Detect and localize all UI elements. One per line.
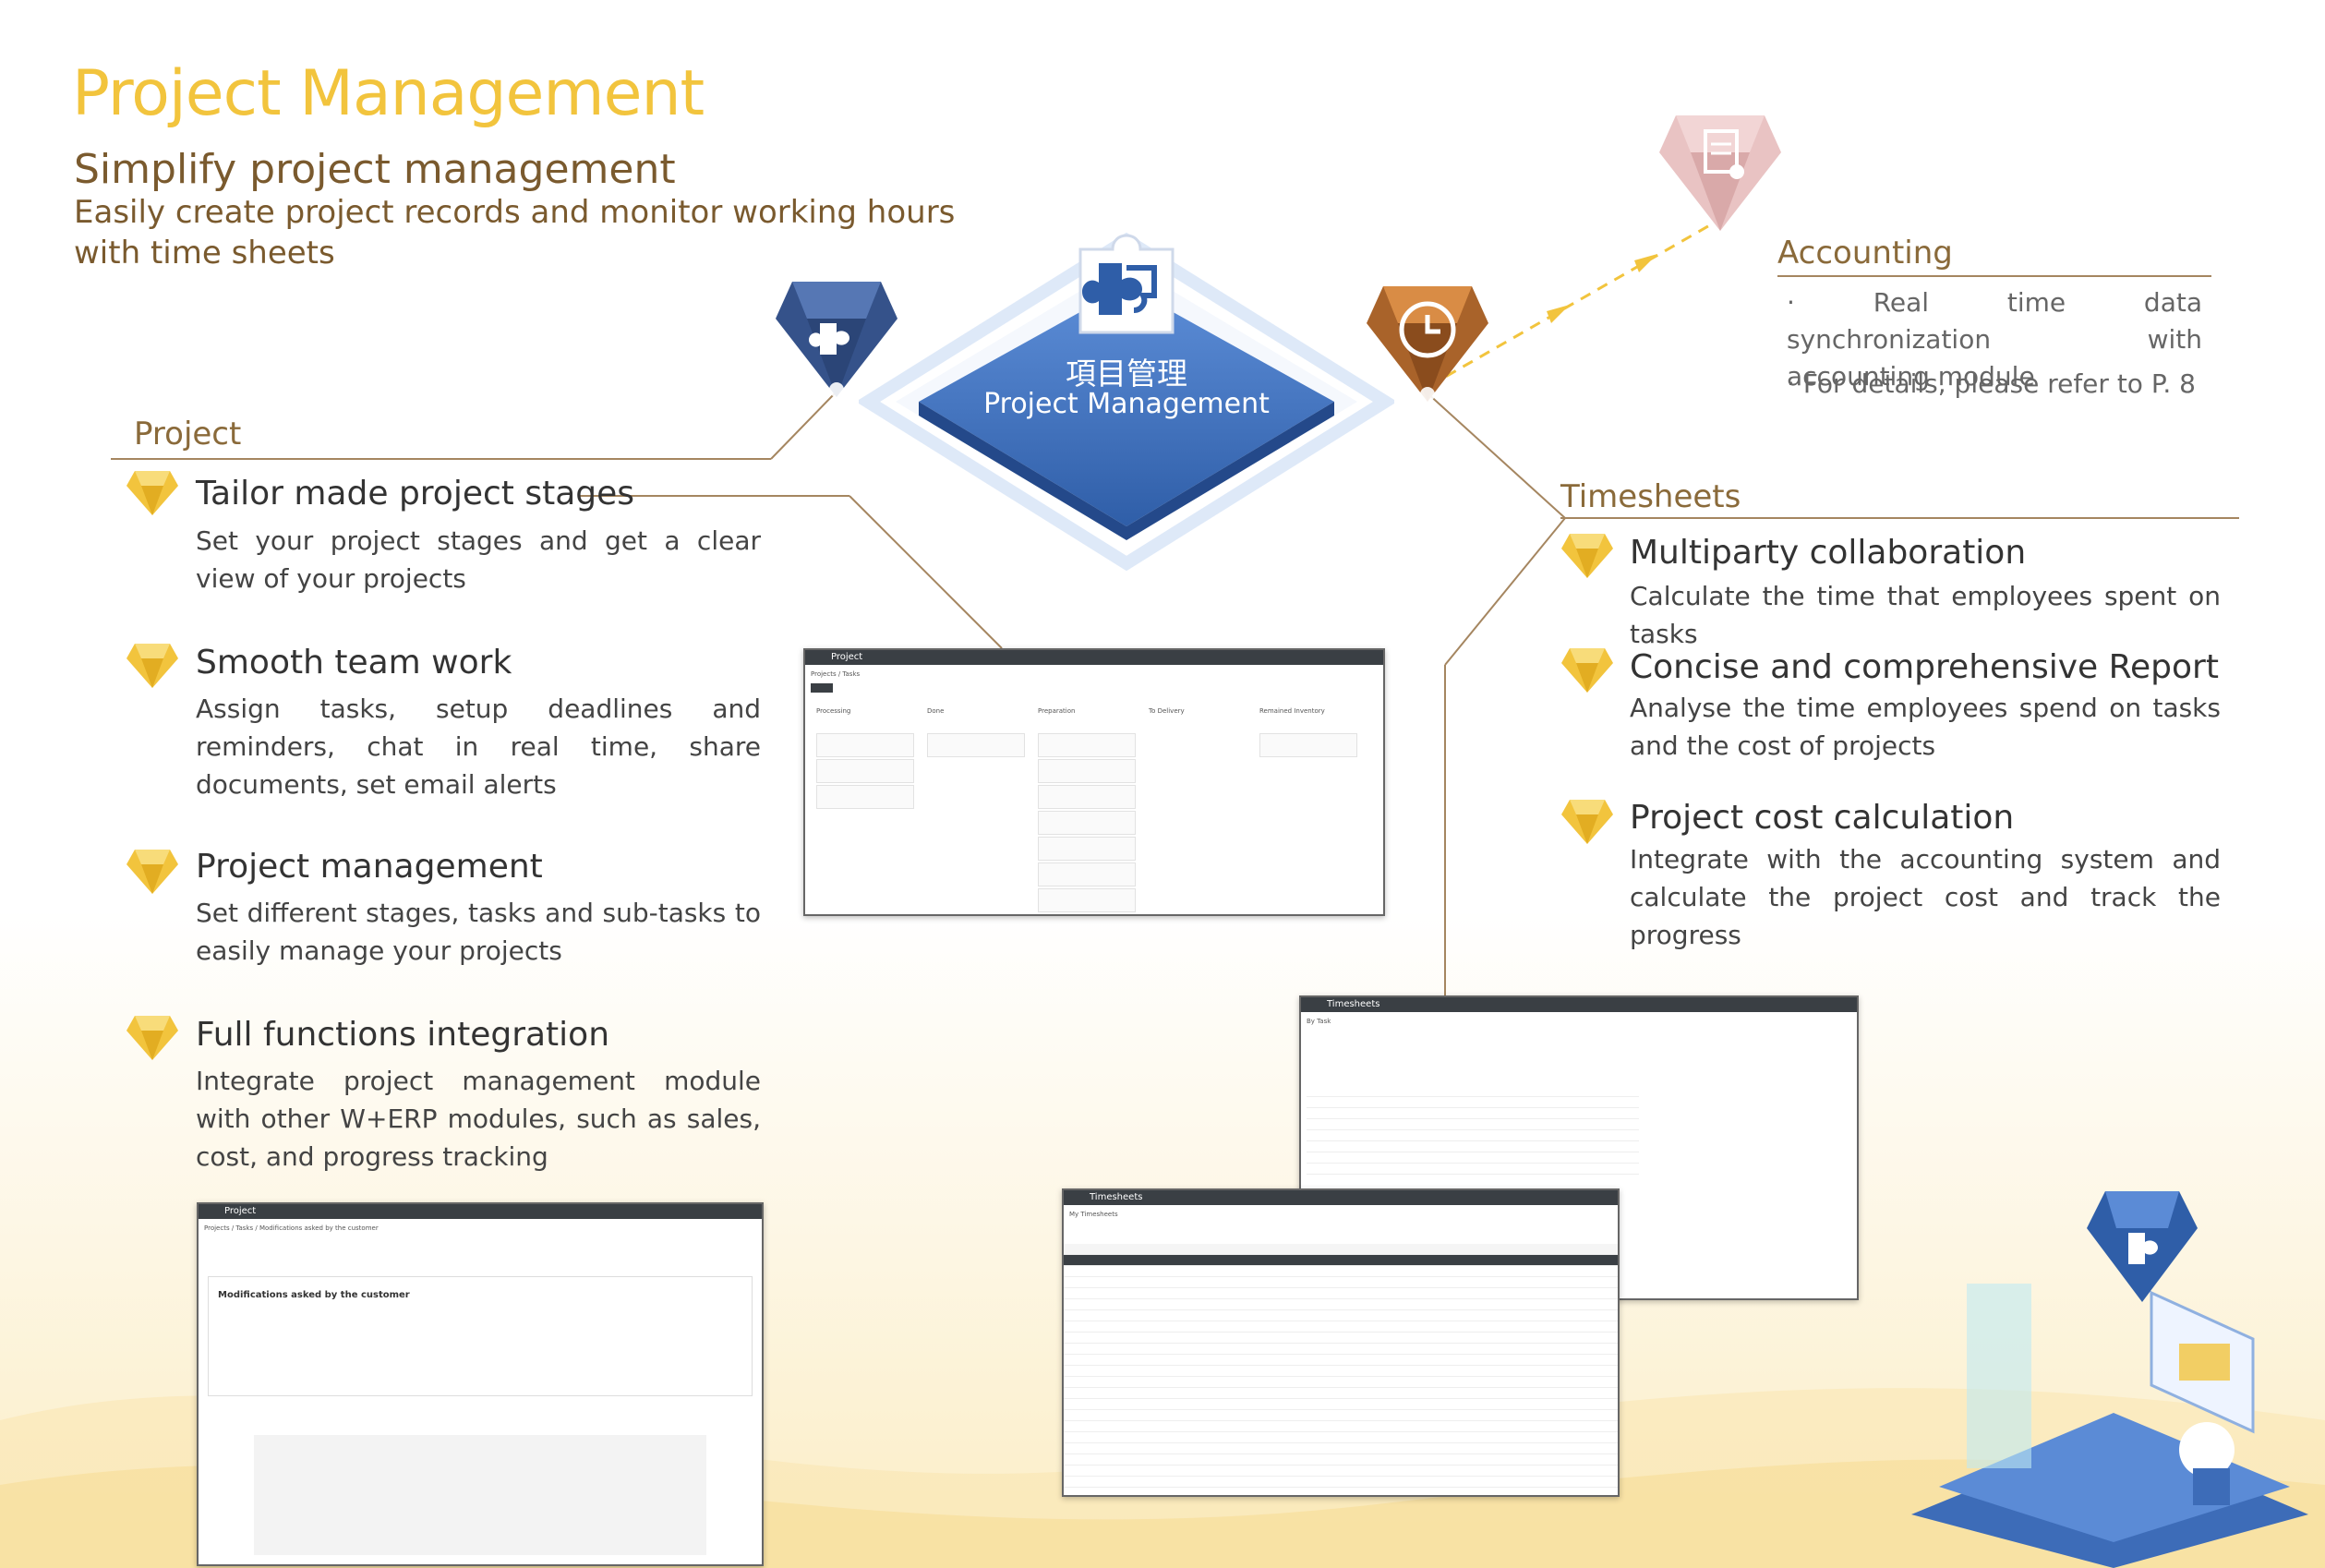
kanban-card xyxy=(1259,733,1357,757)
project-feature-title: Tailor made project stages xyxy=(196,475,635,513)
accounting-heading-line xyxy=(1777,275,2211,277)
column-header: To Delivery xyxy=(1149,707,1185,715)
project-feature-title: Smooth team work xyxy=(196,644,512,681)
project-feature-desc: Integrate project management module with… xyxy=(196,1066,761,1172)
create-button xyxy=(811,683,833,693)
accounting-item: · Real time data synchronization with ac… xyxy=(1787,287,2202,392)
task-title: Modifications asked by the customer xyxy=(218,1290,410,1300)
kanban-card xyxy=(816,759,914,783)
page-subtitle: Simplify project management xyxy=(74,146,676,193)
project-gem-icon xyxy=(776,282,897,397)
gold-gem-icon xyxy=(126,471,178,515)
isometric-illustration xyxy=(1911,1191,2308,1568)
gold-gem-icon xyxy=(1561,800,1613,844)
column-header: Preparation xyxy=(1038,707,1076,715)
kanban-card xyxy=(1038,785,1136,809)
project-heading: Project xyxy=(134,416,242,452)
project-feature-desc: Set different stages, tasks and sub-task… xyxy=(196,898,761,966)
column-header: Done xyxy=(927,707,945,715)
list-rows xyxy=(1064,1244,1618,1488)
chatter xyxy=(254,1435,706,1555)
timesheet-gem-icon xyxy=(1367,286,1488,402)
timesheets-feature-title: Multiparty collaboration xyxy=(1630,534,2027,572)
kanban-card xyxy=(816,785,914,809)
page-description: Easily create project records and monito… xyxy=(74,194,956,271)
center-diamond xyxy=(859,232,1394,572)
pivot-rows xyxy=(1307,1086,1639,1175)
kanban-card xyxy=(1038,888,1136,912)
center-label-zh: 項目管理 xyxy=(1066,356,1187,392)
app-name: Project xyxy=(224,1206,257,1216)
timesheets-feature-desc: Calculate the time that employees spent … xyxy=(1630,581,2221,649)
breadcrumb: Projects / Tasks / Modifications asked b… xyxy=(204,1224,379,1232)
kanban-card xyxy=(927,733,1025,757)
timesheets-feature-desc: Analyse the time employees spend on task… xyxy=(1630,693,2221,761)
column-header: Processing xyxy=(816,707,851,715)
kanban-card xyxy=(816,733,914,757)
kanban-card xyxy=(1038,862,1136,887)
kanban-card xyxy=(1038,733,1136,757)
app-bar: Timesheets xyxy=(1064,1190,1618,1205)
column-header: Remained Inventory xyxy=(1259,707,1325,715)
app-name: Timesheets xyxy=(1327,999,1380,1009)
timesheets-feature-title: Project cost calculation xyxy=(1630,799,2015,837)
app-name: Timesheets xyxy=(1090,1192,1143,1202)
breadcrumb: My Timesheets xyxy=(1069,1211,1118,1218)
app-bar: Project xyxy=(199,1204,762,1219)
gold-gem-icon xyxy=(1561,648,1613,693)
timesheets-feature-desc: Integrate with the accounting system and… xyxy=(1630,844,2221,950)
project-feature-desc: Assign tasks, setup deadlines and remind… xyxy=(196,694,761,800)
timesheet-list-screenshot: Timesheets My Timesheets xyxy=(1062,1188,1620,1497)
gold-gem-icon xyxy=(126,1016,178,1060)
kanban-screenshot: Project Projects / Tasks Processing Done… xyxy=(803,648,1385,916)
app-name: Project xyxy=(831,652,863,662)
kanban-card xyxy=(1038,811,1136,835)
timesheets-heading: Timesheets xyxy=(1560,478,1741,515)
app-bar: Timesheets xyxy=(1301,997,1857,1012)
gold-gem-icon xyxy=(126,644,178,688)
project-feature-desc: Set your project stages and get a clear … xyxy=(196,525,761,594)
timesheets-heading-line xyxy=(1560,517,2239,519)
breadcrumb: Projects / Tasks xyxy=(811,670,861,678)
puzzle-icon xyxy=(1078,234,1175,334)
page-title: Project Management xyxy=(72,57,705,130)
project-heading-line xyxy=(111,458,771,460)
form-sheet: Modifications asked by the customer xyxy=(208,1276,753,1396)
breadcrumb: By Task xyxy=(1307,1018,1331,1025)
project-feature-title: Full functions integration xyxy=(196,1016,610,1054)
center-label-en: Project Management xyxy=(983,388,1270,420)
kanban-card xyxy=(1038,837,1136,861)
accounting-gem-icon xyxy=(1659,115,1781,231)
task-form-screenshot: Project Projects / Tasks / Modifications… xyxy=(197,1202,764,1566)
accounting-item: · For details, please refer to P. 8 xyxy=(1787,368,2196,399)
gold-gem-icon xyxy=(126,850,178,894)
timesheets-feature-title: Concise and comprehensive Report xyxy=(1630,648,2219,686)
app-bar: Project xyxy=(805,650,1383,665)
project-feature-title: Project management xyxy=(196,848,543,886)
kanban-card xyxy=(1038,759,1136,783)
accounting-heading: Accounting xyxy=(1777,235,1953,271)
gold-gem-icon xyxy=(1561,534,1613,578)
